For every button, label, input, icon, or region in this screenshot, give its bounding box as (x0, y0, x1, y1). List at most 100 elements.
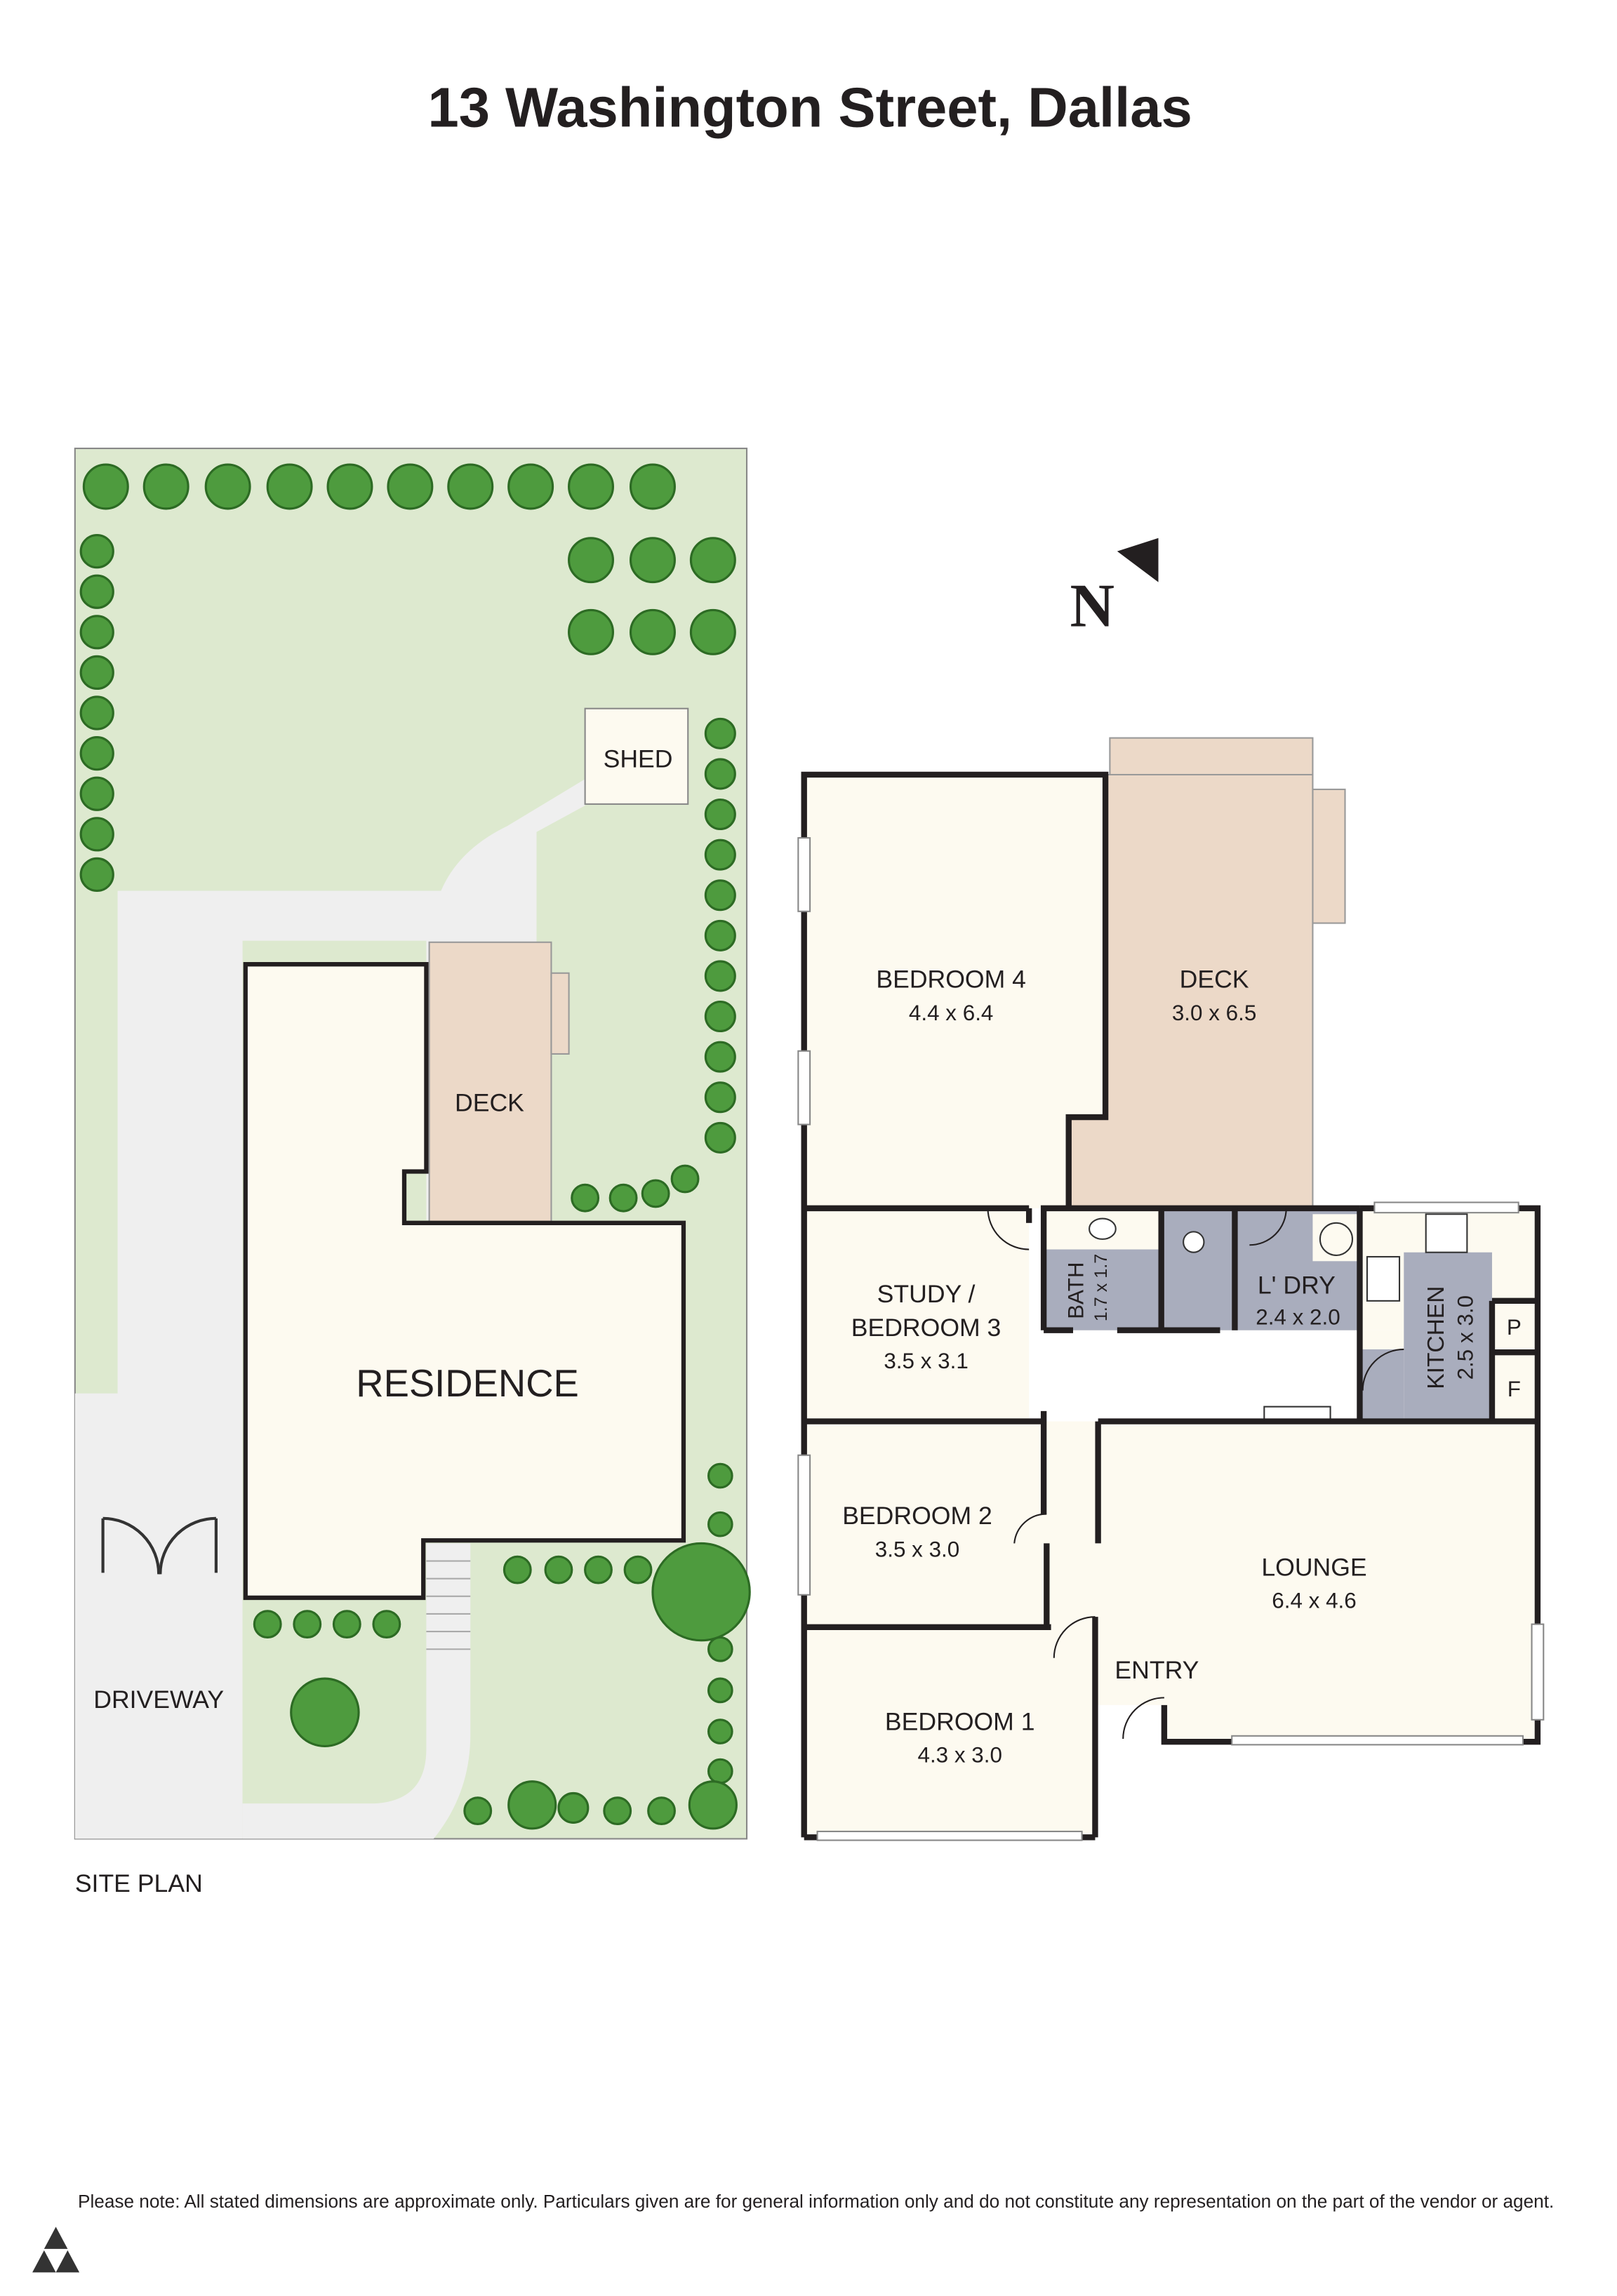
tree-icon (623, 1555, 653, 1584)
tree-icon (142, 463, 189, 510)
driveway-label: DRIVEWAY (93, 1686, 224, 1714)
tree-icon (79, 776, 114, 811)
tree-icon (568, 608, 614, 655)
tree-icon (689, 608, 736, 655)
driveway (74, 1514, 243, 1839)
bedroom4-label: BEDROOM 4 (876, 966, 1026, 994)
front-path (242, 1543, 471, 1839)
basin-icon (1089, 1217, 1117, 1240)
tree-icon (704, 758, 736, 790)
kitchen-dimensions: 2.5 x 3.0 (1453, 1295, 1478, 1380)
tree-icon (82, 463, 129, 510)
sink-icon (1425, 1213, 1468, 1253)
tree-icon (290, 1677, 360, 1748)
doors (987, 1208, 1404, 1740)
bath-dimensions: 1.7 x 1.7 (1091, 1254, 1111, 1321)
laundry-dimensions: 2.4 x 2.0 (1256, 1304, 1340, 1329)
house-floor (804, 774, 1538, 1838)
tree-icon (603, 1796, 632, 1826)
tree-icon (447, 463, 494, 510)
study-dimensions: 3.5 x 3.1 (884, 1349, 968, 1373)
study-label: STUDY / (877, 1280, 976, 1308)
tree-icon (79, 655, 114, 690)
tree-icon (503, 1555, 532, 1584)
deck-dimensions: 3.0 x 6.5 (1172, 1001, 1256, 1025)
tree-icon (647, 1796, 676, 1826)
site-deck (428, 941, 552, 1224)
tree-icon (79, 574, 114, 609)
tree-icon (704, 1041, 736, 1073)
disclaimer: Please note: All stated dimensions are a… (78, 2191, 1554, 2212)
tree-icon (79, 615, 114, 650)
tree-icon (629, 463, 676, 510)
tree-icon (707, 1511, 733, 1537)
tree-icon (584, 1555, 613, 1584)
residence (243, 962, 686, 1601)
tree-icon (266, 463, 313, 510)
tree-icon (704, 960, 736, 992)
tree-icon (704, 1081, 736, 1114)
deck-top (1109, 737, 1314, 776)
lounge-dimensions: 6.4 x 4.6 (1272, 1589, 1356, 1613)
deck-steps-fp (1312, 788, 1346, 924)
bedroom2-label: BEDROOM 2 (842, 1502, 992, 1530)
laundry-label: L' DRY (1258, 1271, 1336, 1299)
site-deck-label: DECK (455, 1089, 524, 1117)
trees (79, 463, 751, 1830)
tree-icon (571, 1183, 600, 1213)
tree-icon (689, 537, 736, 584)
tree-icon (704, 717, 736, 749)
tree-icon (544, 1555, 573, 1584)
site-plan-label: SITE PLAN (75, 1869, 203, 1897)
tree-icon (641, 1179, 670, 1208)
deck-steps (550, 972, 570, 1055)
company-logo (32, 2227, 80, 2273)
tree-icon (79, 534, 114, 569)
kitchen-label: KITCHEN (1423, 1286, 1449, 1389)
tree-icon (326, 463, 373, 510)
tree-icon (463, 1796, 493, 1826)
cooktop-icon (1366, 1255, 1401, 1302)
shed-label: SHED (604, 745, 673, 773)
tree-icon (704, 1121, 736, 1154)
bedroom3-label: BEDROOM 3 (851, 1314, 1002, 1342)
tree-icon (557, 1791, 590, 1824)
tree-icon (707, 1758, 733, 1784)
tree-icon (568, 463, 614, 510)
tree-icon (707, 1718, 733, 1744)
walls (801, 771, 1541, 1841)
tree-icon (79, 736, 114, 771)
tub-icon (1319, 1222, 1354, 1256)
residence-label: RESIDENCE (356, 1362, 579, 1405)
tree-icon (507, 1780, 557, 1830)
windows (797, 837, 1545, 1841)
tree-icon (704, 839, 736, 871)
bedroom2-dimensions: 3.5 x 3.0 (875, 1537, 959, 1561)
tree-icon (372, 1610, 401, 1639)
tree-icon (629, 537, 676, 584)
tree-icon (670, 1164, 700, 1194)
tree-icon (704, 1001, 736, 1033)
tree-icon (79, 817, 114, 852)
tree-icon (688, 1780, 738, 1830)
tree-icon (79, 695, 114, 730)
tree-icon (629, 608, 676, 655)
tree-icon (253, 1610, 282, 1639)
tree-icon (704, 919, 736, 952)
kitchen-room (1404, 1252, 1492, 1422)
bedroom4-dimensions: 4.4 x 6.4 (909, 1001, 993, 1025)
bedroom1-dimensions: 4.3 x 3.0 (917, 1743, 1002, 1768)
tree-icon (332, 1610, 361, 1639)
floor-plan: BEDROOM 4 4.4 x 6.4 DECK 3.0 x 6.5 STUDY… (797, 737, 1545, 1841)
tree-icon (568, 537, 614, 584)
page-title: 13 Washington Street, Dallas (427, 76, 1192, 138)
north-label: N (1070, 572, 1114, 640)
kitchen-entry (1359, 1349, 1404, 1422)
tree-icon (608, 1183, 638, 1213)
tree-icon (651, 1542, 751, 1642)
shed (584, 707, 689, 805)
bath-room (1044, 1249, 1162, 1330)
tree-icon (707, 1677, 733, 1704)
